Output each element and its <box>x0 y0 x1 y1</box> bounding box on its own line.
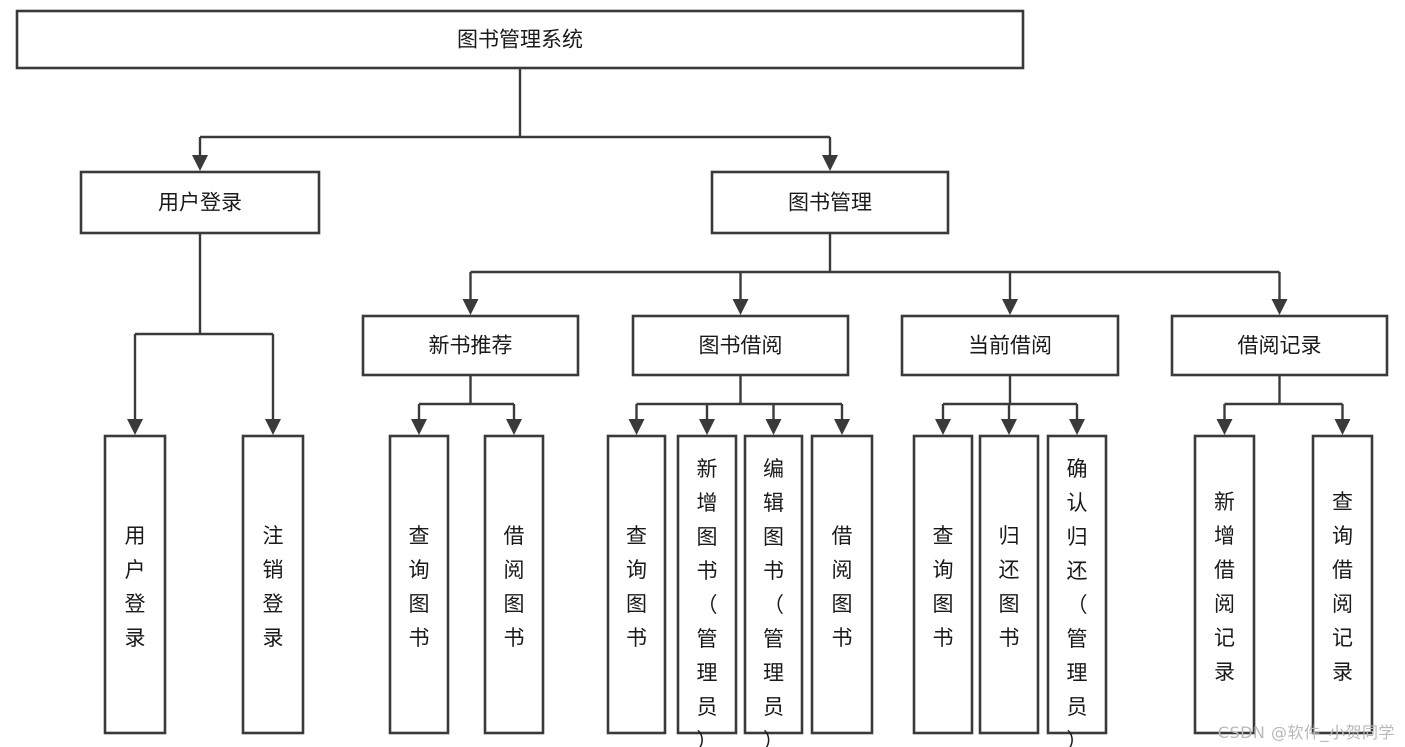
node-box <box>1046 434 1108 735</box>
node-box <box>15 9 1025 70</box>
edge-group-newbook <box>411 375 522 435</box>
node-box <box>241 434 305 735</box>
node-label: 用户登录 <box>125 524 146 650</box>
node-label: 借阅图书 <box>832 524 853 650</box>
arrow-head-leaf-rec-1 <box>1216 419 1233 435</box>
node-box <box>103 434 167 735</box>
arrow-head-records <box>1271 299 1288 315</box>
edge-layer <box>127 68 1351 435</box>
node-label: 当前借阅 <box>968 334 1052 358</box>
arrow-head-current <box>1002 299 1018 315</box>
arrow-head-borrow <box>732 299 749 315</box>
node-label: 确认归还（管理员） <box>1067 457 1088 747</box>
node-leaf-cur-1[interactable]: 查询图书 <box>912 434 974 735</box>
node-label: 归还图书 <box>999 524 1020 650</box>
node-box <box>361 314 580 377</box>
node-box <box>676 434 738 735</box>
node-box <box>810 434 874 735</box>
node-box <box>978 434 1040 735</box>
node-label: 借阅记录 <box>1238 334 1322 358</box>
arrow-head-leaf-cur-2 <box>1001 419 1017 435</box>
node-leaf-bor-3[interactable]: 编辑图书（管理员） <box>743 434 804 747</box>
node-label: 图书管理 <box>788 191 872 215</box>
node-box <box>483 434 545 735</box>
arrow-head-leaf-bor-4 <box>834 419 850 435</box>
node-label: 图书管理系统 <box>457 28 583 52</box>
node-leaf-cur-3[interactable]: 确认归还（管理员） <box>1046 434 1108 747</box>
node-leaf-login-1[interactable]: 用户登录 <box>103 434 167 735</box>
arrow-head-leaf-new-2 <box>506 419 522 435</box>
node-box <box>1170 314 1389 377</box>
node-label: 注销登录 <box>263 524 284 650</box>
node-leaf-bor-4[interactable]: 借阅图书 <box>810 434 874 735</box>
node-leaf-bor-1[interactable]: 查询图书 <box>606 434 667 735</box>
node-label: 新增图书（管理员） <box>697 457 718 747</box>
node-box <box>631 314 850 377</box>
node-label: 图书借阅 <box>699 334 783 358</box>
node-records[interactable]: 借阅记录 <box>1170 314 1389 377</box>
node-box <box>606 434 667 735</box>
arrow-head-leaf-bor-3 <box>765 419 782 435</box>
node-leaf-rec-1[interactable]: 新增借阅记录 <box>1193 434 1256 735</box>
node-label: 编辑图书（管理员） <box>763 457 784 747</box>
node-box <box>900 314 1120 377</box>
node-box <box>1193 434 1256 735</box>
node-leaf-new-2[interactable]: 借阅图书 <box>483 434 545 735</box>
arrow-head-leaf-new-1 <box>411 419 427 435</box>
edge-group-root <box>192 68 838 171</box>
arrow-head-leaf-login-1 <box>127 419 143 435</box>
node-box <box>1311 434 1374 735</box>
edge-group-records <box>1216 375 1351 435</box>
node-box <box>912 434 974 735</box>
arrow-head-leaf-rec-2 <box>1334 419 1351 435</box>
node-root[interactable]: 图书管理系统 <box>15 9 1025 70</box>
arrow-head-newbook <box>462 299 479 315</box>
node-current[interactable]: 当前借阅 <box>900 314 1120 377</box>
node-layer: 图书管理系统用户登录图书管理新书推荐图书借阅当前借阅借阅记录用户登录注销登录查询… <box>15 9 1389 747</box>
edge-group-borrow <box>628 375 850 435</box>
arrow-head-bookmgmt <box>822 155 838 171</box>
node-box <box>710 170 950 235</box>
node-bookmgmt[interactable]: 图书管理 <box>710 170 950 235</box>
node-leaf-new-1[interactable]: 查询图书 <box>388 434 450 735</box>
node-box <box>743 434 804 735</box>
edge-group-current <box>935 375 1085 435</box>
arrow-head-leaf-bor-1 <box>628 419 645 435</box>
node-leaf-rec-2[interactable]: 查询借阅记录 <box>1311 434 1374 735</box>
node-label: 查询图书 <box>626 524 647 650</box>
node-label: 查询图书 <box>933 524 954 650</box>
node-box <box>388 434 450 735</box>
arrow-head-login <box>192 155 208 171</box>
node-borrow[interactable]: 图书借阅 <box>631 314 850 377</box>
node-leaf-bor-2[interactable]: 新增图书（管理员） <box>676 434 738 747</box>
arrow-head-leaf-cur-1 <box>935 419 951 435</box>
node-label: 新书推荐 <box>429 334 513 358</box>
arrow-head-leaf-cur-3 <box>1069 419 1085 435</box>
node-label: 用户登录 <box>158 191 242 215</box>
node-box <box>79 170 321 235</box>
edge-group-login <box>127 233 281 435</box>
node-label: 借阅图书 <box>504 524 525 650</box>
node-leaf-cur-2[interactable]: 归还图书 <box>978 434 1040 735</box>
node-label: 查询图书 <box>409 524 430 650</box>
node-login[interactable]: 用户登录 <box>79 170 321 235</box>
node-leaf-login-2[interactable]: 注销登录 <box>241 434 305 735</box>
node-newbook[interactable]: 新书推荐 <box>361 314 580 377</box>
arrow-head-leaf-login-2 <box>265 419 281 435</box>
arrow-head-leaf-bor-2 <box>699 419 715 435</box>
node-label: 查询借阅记录 <box>1332 490 1353 684</box>
node-label: 新增借阅记录 <box>1214 490 1235 684</box>
edge-group-bookmgmt <box>462 233 1288 315</box>
